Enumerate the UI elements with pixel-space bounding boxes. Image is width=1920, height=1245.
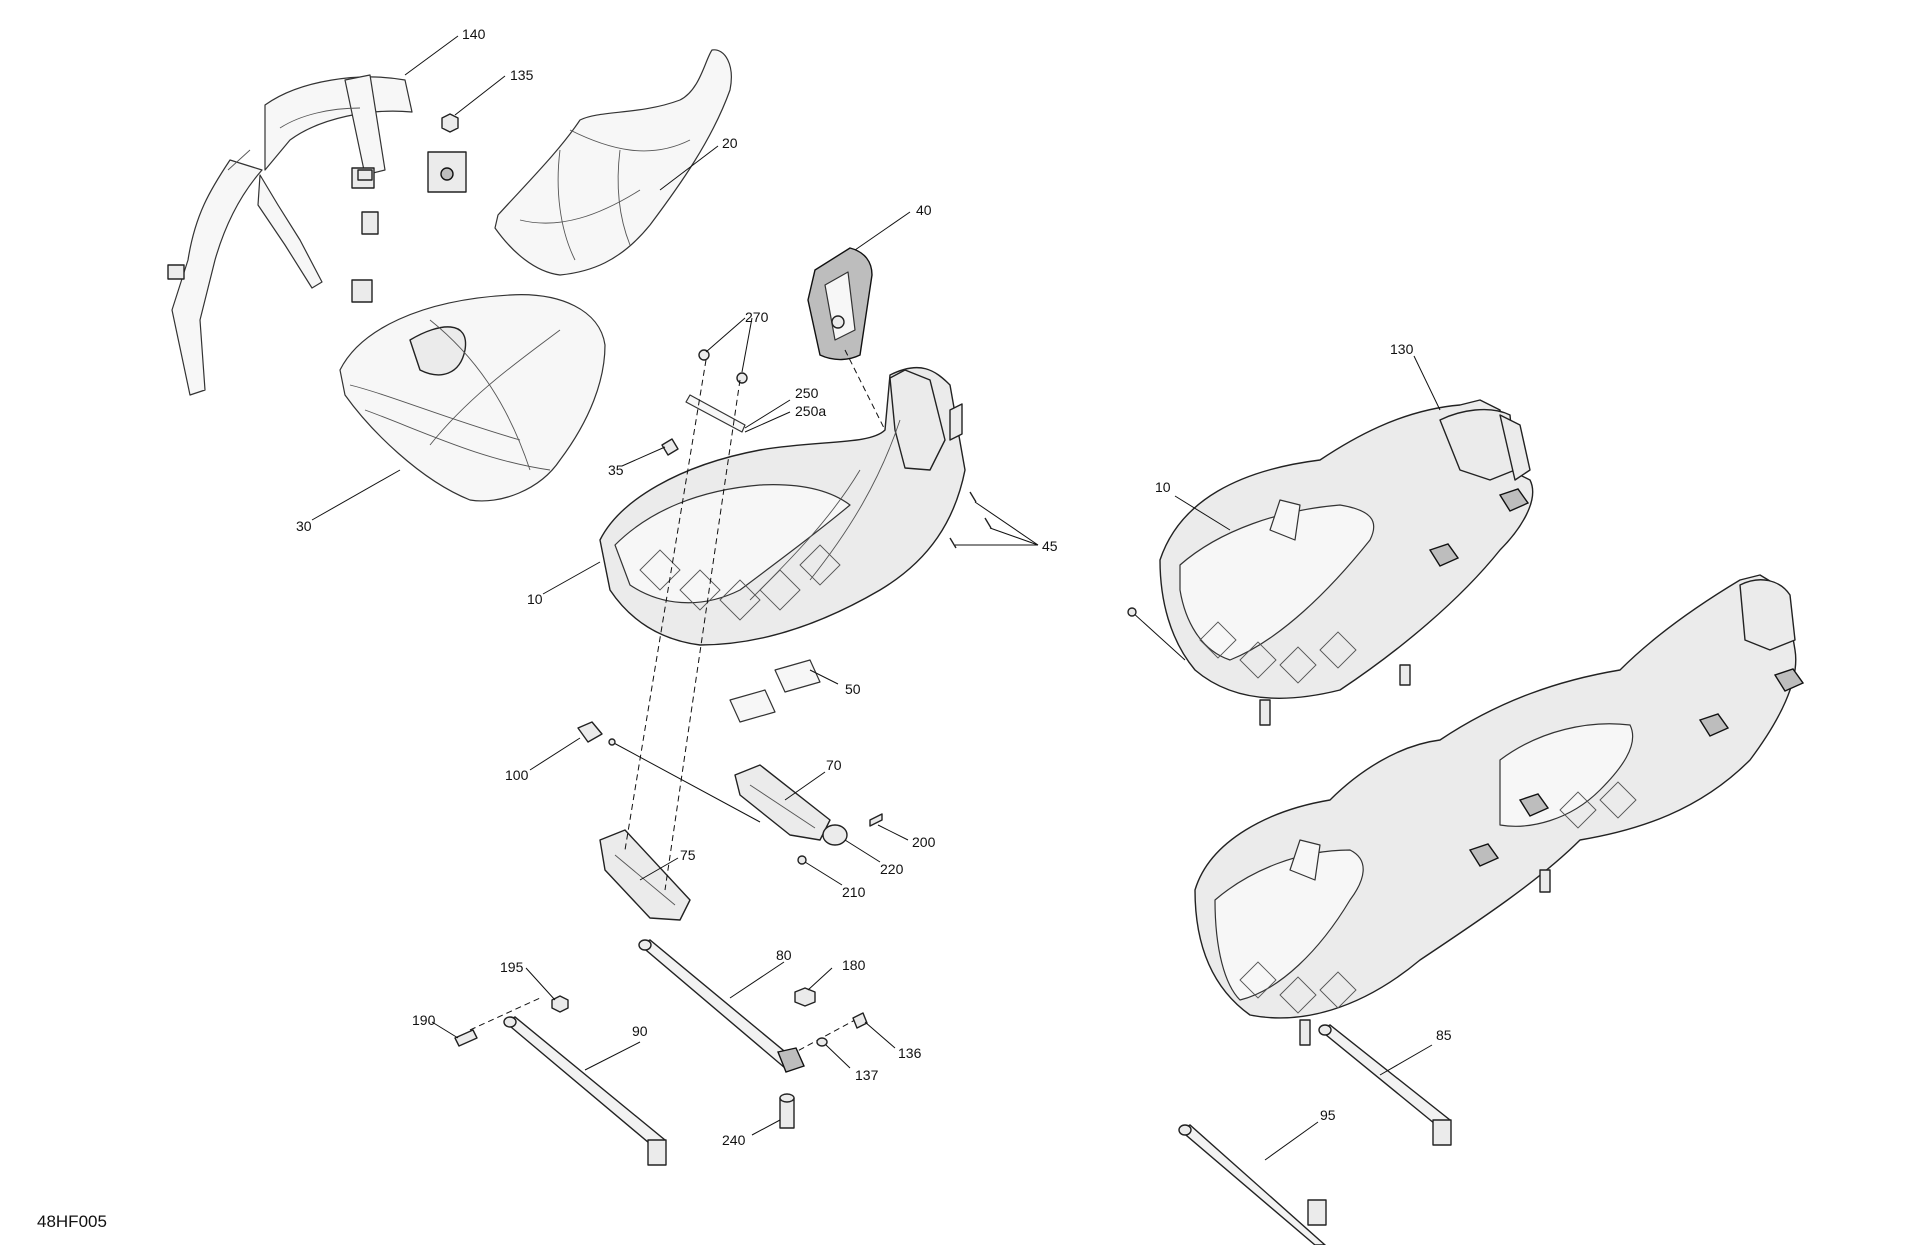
- callout-250: 250: [795, 385, 819, 401]
- assembled-seat-pair: [1127, 399, 1534, 726]
- clip-35: [661, 438, 679, 456]
- callout-30: 30: [296, 518, 312, 534]
- callout-135: 135: [510, 67, 534, 83]
- screws-45: [949, 491, 992, 549]
- shaft-85: [1318, 1024, 1452, 1146]
- callout-10: 10: [527, 591, 543, 607]
- bushing-100: [577, 721, 603, 743]
- callout-195: 195: [500, 959, 524, 975]
- bolt-190: [454, 1029, 478, 1047]
- callout-130: 130: [1390, 341, 1414, 357]
- callout-50: 50: [845, 681, 861, 697]
- callout-95: 95: [1320, 1107, 1336, 1123]
- nut-210: [797, 855, 807, 865]
- assembly-line-5: [789, 1019, 856, 1056]
- nut-195: [551, 995, 569, 1013]
- link-arm-75: [599, 829, 691, 921]
- callout-190: 190: [412, 1012, 436, 1028]
- callout-75: 75: [680, 847, 696, 863]
- callout-100: 100: [505, 767, 529, 783]
- assembly-line-2: [664, 379, 741, 891]
- diagram-code: 48HF005: [37, 1212, 107, 1231]
- assembled-seat-triple: [1194, 574, 1805, 1046]
- nut-135: [441, 113, 459, 133]
- backrest-cushion: [494, 49, 732, 276]
- callout-220: 220: [880, 861, 904, 877]
- assembly-line-3: [844, 349, 886, 431]
- callout-90: 90: [632, 1023, 648, 1039]
- callout-200: 200: [912, 834, 936, 850]
- seat-belt-harness: [167, 74, 467, 396]
- callout-labels: 140 135 20 40 270 250 250a 35 30 10 45 5…: [296, 26, 1452, 1148]
- nut-180: [794, 987, 816, 1007]
- shaft-80: [638, 939, 805, 1073]
- headrest-pad: [807, 247, 873, 361]
- rod-link: [608, 738, 761, 823]
- strap-250: [685, 394, 746, 433]
- callout-40: 40: [916, 202, 932, 218]
- callout-45: 45: [1042, 538, 1058, 554]
- washer-137: [816, 1037, 828, 1047]
- callout-80: 80: [776, 947, 792, 963]
- callout-180: 180: [842, 957, 866, 973]
- callout-20: 20: [722, 135, 738, 151]
- callout-70: 70: [826, 757, 842, 773]
- callout-137: 137: [855, 1067, 879, 1083]
- seat-cushion: [339, 294, 606, 502]
- callout-250a: 250a: [795, 403, 826, 419]
- callout-35: 35: [608, 462, 624, 478]
- spacer-220: [822, 824, 848, 846]
- labels-50: [729, 659, 821, 723]
- callout-240: 240: [722, 1132, 746, 1148]
- leader-lines: [311, 35, 1441, 1161]
- screw-270: [698, 349, 748, 384]
- assembly-line-1: [624, 359, 707, 851]
- callout-210: 210: [842, 884, 866, 900]
- callout-140: 140: [462, 26, 486, 42]
- callout-85: 85: [1436, 1027, 1452, 1043]
- bolt-200: [869, 813, 883, 827]
- sleeve-240: [779, 1093, 795, 1129]
- shaft-90: [503, 1016, 667, 1166]
- assembly-line-4: [469, 997, 541, 1031]
- callout-10-assembled: 10: [1155, 479, 1171, 495]
- callout-270: 270: [745, 309, 769, 325]
- callout-136: 136: [898, 1045, 922, 1061]
- link-arm-70: [734, 764, 831, 841]
- shaft-95: [1178, 1124, 1327, 1245]
- bolt-136: [852, 1012, 868, 1029]
- seat-shell: [599, 366, 966, 646]
